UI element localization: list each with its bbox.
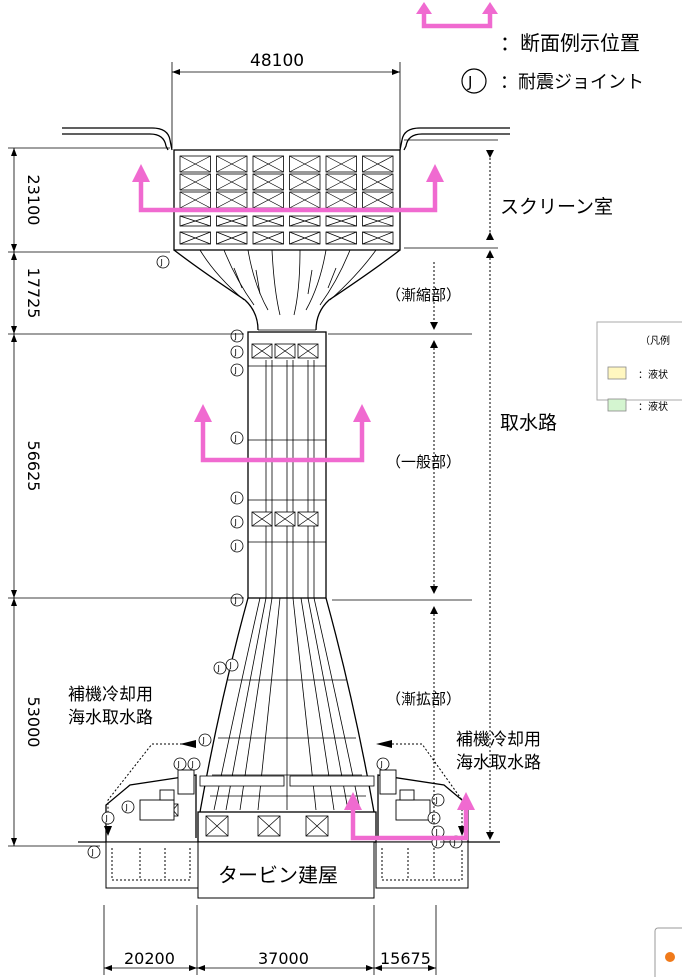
joint-icon-label: J [435, 796, 438, 805]
joint-icon [230, 329, 244, 343]
joint-icon [156, 255, 170, 269]
section-marker-legend-icon [421, 12, 493, 29]
dim-53000: 53000 [24, 697, 43, 748]
joint-icon [225, 658, 239, 672]
joint-icon-label: J [431, 814, 434, 823]
joint-icon-label: J [380, 760, 383, 769]
joint-icon-label: J [234, 348, 237, 357]
joint-icon [230, 515, 244, 529]
joint-icon [87, 845, 101, 859]
aux-left-label-2: 海水取水路 [68, 708, 153, 728]
dim-23100: 23100 [24, 175, 43, 226]
joint-icon [230, 431, 244, 445]
section-legend-label: ：断面例示位置 [500, 31, 640, 55]
legend-swatch-1 [607, 366, 627, 380]
dim-37000: 37000 [258, 949, 309, 968]
screen-room-label: スクリーン室 [500, 196, 613, 218]
joint-icon-label: J [191, 760, 194, 769]
dim-15675: 15675 [380, 949, 431, 968]
legend-top: ：断面例示位置 J ：耐震ジョイント [416, 2, 644, 94]
joint-icon-label: J [217, 664, 220, 673]
joint-icon [173, 757, 187, 771]
tapering-label: （漸縮部） [386, 286, 461, 304]
joint-icon [213, 661, 227, 675]
right-dimensions: スクリーン室 取水路 （漸縮部） （一般部） （漸拡部） [328, 139, 613, 843]
inset-legend: （凡例 ：液状 ：液状 [596, 321, 682, 413]
joint-icon-label: J [160, 258, 163, 267]
top-dimension: 48100 [171, 51, 401, 148]
joint-icon [121, 800, 135, 814]
joint-icon-label: J [91, 848, 94, 857]
joint-icon-label: J [234, 366, 237, 375]
corner-fragment [654, 927, 682, 977]
shoreline [62, 127, 510, 151]
arrowhead-icon [482, 2, 498, 14]
dim-20200: 20200 [124, 949, 175, 968]
dim-56625: 56625 [24, 441, 43, 492]
joint-icon-label: J [229, 661, 232, 670]
aux-labels: 補機冷却用 海水取水路 補機冷却用 海水取水路 [68, 685, 541, 773]
joint-icon [101, 811, 115, 825]
joint-icon [187, 757, 201, 771]
joint-icon-label: J [125, 803, 128, 812]
aux-right-label-2: 海水取水路 [456, 753, 541, 773]
screen-room-block [173, 149, 401, 251]
intake-label: 取水路 [500, 412, 557, 434]
joint-icon [230, 363, 244, 377]
widening-label: （漸拡部） [386, 690, 461, 708]
joint-icon [198, 733, 212, 747]
bottom-dimensions: 20200 37000 15675 [103, 905, 437, 975]
joint-icon-label: J [234, 542, 237, 551]
inset-legend-item-2: ：液状 [638, 400, 668, 413]
general-section [247, 331, 327, 599]
aux-right-label-1: 補機冷却用 [456, 730, 541, 750]
dim-17725: 17725 [24, 268, 43, 319]
joint-icon-label: J [234, 434, 237, 443]
joint-icon [230, 491, 244, 505]
joint-icon-label: J [234, 332, 237, 341]
joint-legend-symbol: J [467, 73, 472, 91]
top-width-dim: 48100 [250, 51, 304, 71]
joint-legend-icon [461, 68, 487, 94]
joint-icon-label: J [234, 518, 237, 527]
turbine-building-label: タービン建屋 [218, 863, 338, 887]
legend-swatch-2 [607, 398, 627, 412]
general-label: （一般部） [386, 453, 461, 471]
joint-icon [230, 539, 244, 553]
arrowhead-icon [416, 2, 432, 14]
joint-legend-label: ：耐震ジョイント [500, 72, 644, 93]
section-markers [132, 164, 475, 841]
joint-icon [376, 757, 390, 771]
joint-icon-label: J [435, 838, 438, 847]
joint-icon-label: J [435, 828, 438, 837]
joint-icon [431, 793, 445, 807]
joint-icon-label: J [453, 838, 456, 847]
joint-icon [230, 593, 244, 607]
tapering-section [173, 249, 401, 331]
inset-legend-title: （凡例 [640, 334, 670, 347]
left-dimensions: 23100 17725 56625 53000 [8, 147, 244, 847]
aux-left-label-1: 補機冷却用 [68, 685, 153, 705]
inset-legend-item-1: ：液状 [638, 368, 668, 381]
joint-icon-label: J [202, 736, 205, 745]
joint-icon-label: J [105, 814, 108, 823]
buildings: タービン建屋 [78, 841, 500, 899]
joint-icon [230, 345, 244, 359]
joint-icon-label: J [234, 494, 237, 503]
joint-icon-label: J [177, 760, 180, 769]
joint-icon-label: J [234, 596, 237, 605]
